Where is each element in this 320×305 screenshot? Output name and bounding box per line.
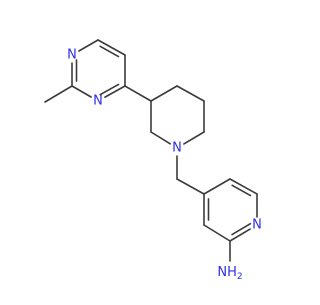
bond-c3_pip-c4_pip xyxy=(150,85,178,102)
bond-c4_pip-c5_pip xyxy=(176,85,205,102)
bond-c4_pym-n3_pym xyxy=(104,85,126,98)
atom-label-n1_pym: N xyxy=(67,48,77,63)
bond-c6_pym-c5_pym xyxy=(97,39,126,56)
bond-c_me-c2_pym xyxy=(44,85,73,103)
bond-inner-c4_pym-n3_pym xyxy=(99,83,120,96)
bond-n1_pip-c2_pip xyxy=(150,131,171,145)
atom-label-n1_pip: N xyxy=(172,141,182,156)
bond-c5_py-c4_py xyxy=(203,178,231,195)
molecule-diagram: N N N N NH2 xyxy=(44,39,262,282)
atom-label-n1_py: N xyxy=(252,218,262,233)
atom-label-nh2: NH2 xyxy=(217,265,242,282)
bond-inner-c2_py-n1_py xyxy=(231,222,252,236)
atom-label-n3_pym: N xyxy=(93,94,103,109)
bond-n1_pym-c6_pym xyxy=(78,39,99,52)
bond-c2_py-n1_py xyxy=(229,228,251,242)
bond-c4_pym-c3_pip xyxy=(124,85,152,102)
bond-n3_pym-c2_pym xyxy=(71,85,92,98)
bond-c3_py-c2_py xyxy=(203,224,231,242)
structure-canvas: N N N N NH2 xyxy=(44,39,262,282)
bond-c6_py-c5_py xyxy=(229,178,258,195)
bond-c6_pip-n1_pip xyxy=(183,131,205,145)
bond-inner-c6_py-c5_py xyxy=(231,184,252,197)
bond-ch2-c4_py xyxy=(176,178,205,195)
bond-inner-c6_pym-c5_pym xyxy=(99,45,120,58)
